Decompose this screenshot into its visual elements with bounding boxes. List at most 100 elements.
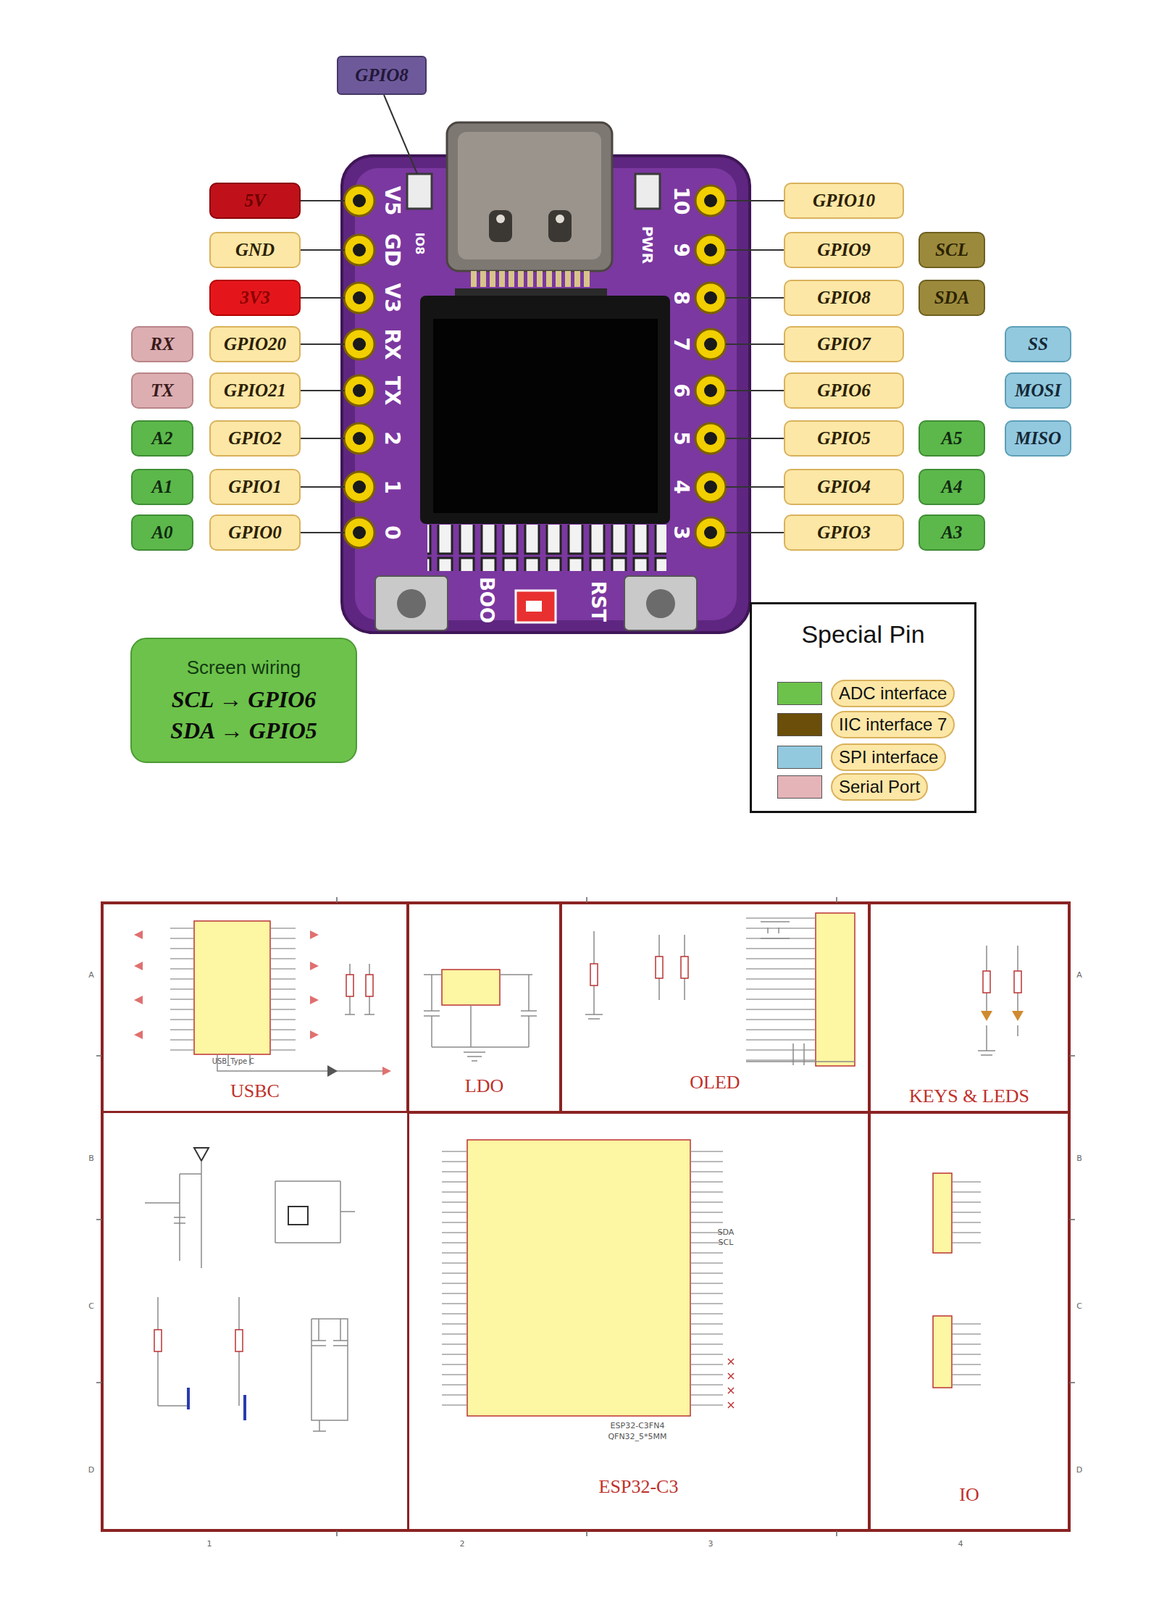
- silkscreen-label: 8: [670, 290, 692, 305]
- schematic-label: B: [1076, 1153, 1083, 1162]
- button-cap: [646, 588, 676, 618]
- display-glass: [433, 318, 658, 513]
- pin: [695, 328, 726, 360]
- red-switch: [515, 590, 556, 623]
- led: [407, 173, 432, 209]
- spi-tag: MISO: [1004, 420, 1072, 457]
- schematic-section: LDO: [407, 902, 561, 1112]
- usb-c-shell: [446, 122, 613, 271]
- node-text: A4: [940, 476, 962, 497]
- schematic-label: D: [88, 1465, 95, 1474]
- display-frame: [420, 295, 671, 524]
- silkscreen-label: 3: [670, 525, 692, 539]
- silkscreen-label: 1: [381, 479, 403, 494]
- node-text: RX: [149, 333, 174, 355]
- node-text: SCL: [935, 239, 969, 261]
- legend-swatch: [777, 681, 823, 705]
- legend-swatch: [777, 712, 823, 736]
- silkscreen-label: V3: [381, 282, 403, 313]
- pin: [695, 234, 726, 266]
- section-title: USBC: [103, 1080, 407, 1102]
- support-wiring: [144, 1160, 355, 1431]
- resistor-symbol: [346, 974, 354, 997]
- node-text: A0: [151, 522, 173, 543]
- switch-knob: [525, 600, 542, 612]
- wiring-line: SDA → GPIO5: [170, 717, 318, 744]
- button-cap: [396, 588, 426, 618]
- adc-tag: A2: [131, 420, 194, 457]
- pin: [344, 282, 375, 313]
- pin-lines: [170, 924, 195, 1052]
- iic-tag: SDA: [918, 279, 986, 316]
- pin-label: GPIO8: [783, 279, 905, 316]
- pin: [344, 234, 375, 266]
- node-text: GPIO21: [223, 380, 287, 401]
- adc-tag: A3: [918, 514, 986, 551]
- silkscreen-label: 10: [670, 186, 692, 216]
- usb-c-dot: [496, 214, 505, 224]
- resistor-symbol: [1014, 970, 1022, 993]
- schematic-label: QFN32_5*5MM: [607, 1432, 667, 1441]
- usb-c-pads: [469, 270, 593, 287]
- schematic-label: D: [1076, 1465, 1083, 1474]
- node-text: GPIO7: [817, 333, 871, 355]
- pin-lines: [441, 1144, 468, 1409]
- pin-lines: [690, 1144, 723, 1409]
- node-text: GND: [235, 239, 275, 261]
- node-text: GPIO8: [354, 65, 409, 86]
- spi-tag: SS: [1004, 325, 1072, 363]
- pin-label: GPIO3: [783, 514, 905, 551]
- schematic-section: IO: [869, 1111, 1070, 1530]
- node-text: GPIO2: [228, 428, 282, 449]
- node-text: A5: [940, 428, 962, 449]
- node-text: GPIO10: [812, 190, 876, 211]
- resistor-symbol: [590, 963, 598, 986]
- legend-text: Serial Port: [830, 772, 928, 801]
- schematic-label: C: [88, 1301, 95, 1310]
- pin-label: GND: [209, 231, 301, 269]
- silkscreen-label: 7: [670, 336, 692, 351]
- pin: [695, 282, 726, 313]
- no-connect-marks: [727, 1358, 734, 1408]
- legend-swatch: [777, 745, 823, 769]
- resistor-symbol: [235, 1329, 243, 1351]
- pin: [344, 471, 375, 502]
- silkscreen-label: TX: [381, 375, 403, 406]
- antenna-symbol: [194, 1147, 209, 1161]
- led-wiring: [977, 945, 1018, 1055]
- legend-title: Special Pin: [801, 620, 925, 649]
- led-symbol: [980, 1010, 1024, 1021]
- adc-tag: A5: [918, 420, 986, 457]
- node-text: GPIO9: [817, 239, 871, 261]
- header-symbol: [932, 1315, 952, 1388]
- led-pin-tag: GPIO8: [336, 55, 427, 95]
- schematic-label: C: [1076, 1301, 1083, 1310]
- adc-tag: A1: [131, 468, 194, 505]
- pin-label: GPIO21: [209, 372, 301, 409]
- serial-tag: RX: [131, 325, 194, 363]
- pin: [695, 517, 726, 548]
- power-pin-label: 5V: [209, 182, 301, 219]
- section-title: LDO: [409, 1074, 560, 1097]
- usb-connector-symbol: [194, 920, 271, 1054]
- button: [375, 575, 448, 631]
- button: [624, 575, 697, 631]
- silkscreen-label: 9: [670, 242, 692, 257]
- usb-c-hole: [488, 210, 513, 242]
- node-text: 5V: [244, 190, 266, 211]
- schematic-label: SCL: [718, 1237, 734, 1246]
- oled-wiring: [585, 921, 855, 1065]
- schematic-section: OLED: [560, 902, 870, 1112]
- section-title: KEYS & LEDS: [870, 1085, 1068, 1107]
- wiring-line: SCL → GPIO6: [171, 685, 317, 713]
- schematic-cell: [102, 1111, 408, 1530]
- silkscreen-label: 6: [670, 383, 692, 397]
- schematic-label: 2: [459, 1539, 466, 1548]
- schematic-label: A: [88, 970, 95, 979]
- resistor-symbol: [365, 974, 374, 997]
- node-text: GPIO5: [817, 428, 871, 449]
- pin: [695, 185, 726, 216]
